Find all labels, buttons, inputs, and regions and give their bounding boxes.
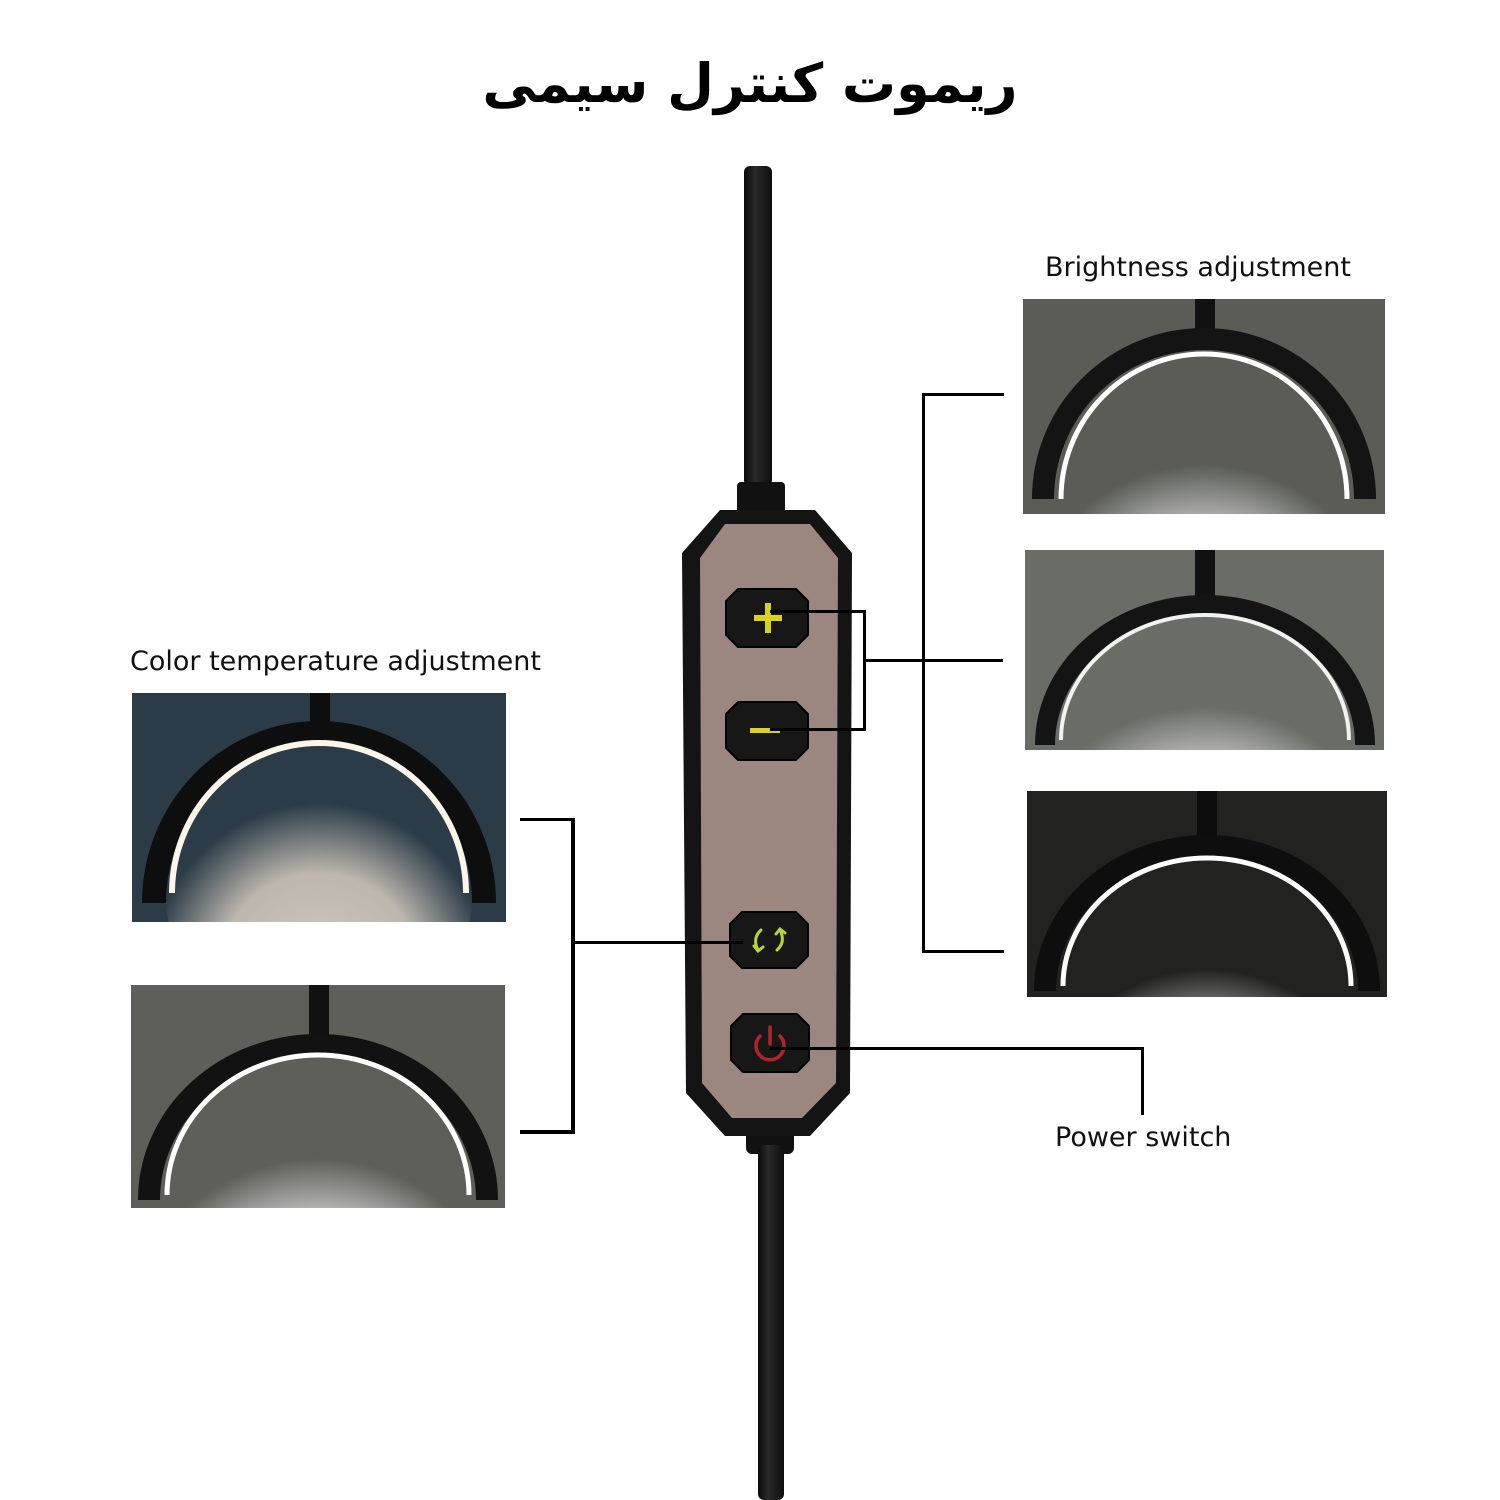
connector-power-drop [1141,1047,1144,1115]
cable-top [744,166,772,486]
color-temperature-button[interactable] [728,910,810,970]
remote-control [682,510,852,1136]
plus-button[interactable] [724,587,810,649]
connector-minus [770,728,866,731]
connector-ct-top [520,818,575,821]
cycle-arrows-icon [752,926,787,954]
connector-bracket-small [863,610,866,731]
cable-top-collar [737,482,785,512]
brightness-photo-high [1023,299,1385,514]
connector-mid [863,659,1003,662]
color-temperature-label: Color temperature adjustment [130,646,541,677]
connector-plus [770,610,866,613]
connector-ct-button [573,941,743,944]
power-icon [754,1025,786,1062]
page-title: ریموت کنترل سیمی [482,52,1018,115]
power-switch-label: Power switch [1055,1122,1232,1153]
minus-icon [750,728,780,733]
connector-bracket-large [922,393,925,953]
power-button[interactable] [729,1012,811,1074]
plus-icon [754,603,782,633]
connector-bottom [922,950,1004,953]
cable-bottom [758,1145,784,1500]
color-temperature-photo-warm [132,693,506,922]
brightness-label: Brightness adjustment [1045,252,1351,283]
brightness-photo-low [1027,791,1387,997]
connector-ct-bottom [520,1130,575,1134]
connector-power [770,1047,1144,1050]
brightness-photo-medium [1025,550,1384,750]
connector-top [922,393,1004,396]
connector-ct-bracket [571,818,575,1133]
color-temperature-photo-cool [131,985,505,1208]
minus-button[interactable] [724,700,810,762]
